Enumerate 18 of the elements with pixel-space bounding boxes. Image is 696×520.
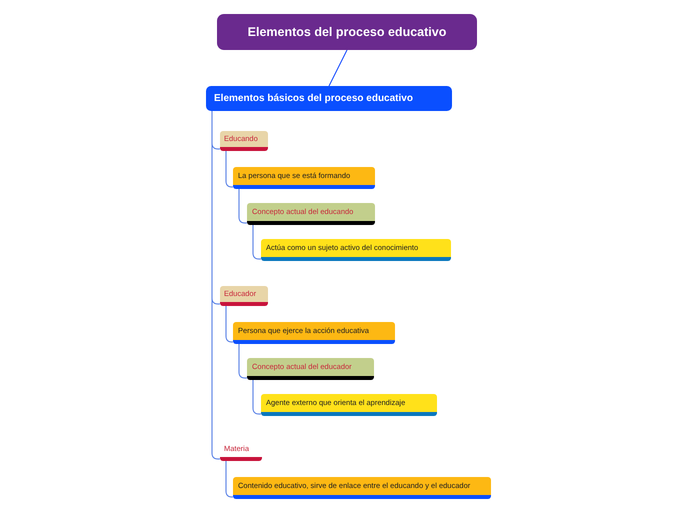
subtopic-box (220, 131, 268, 151)
subtopic-box (261, 239, 451, 261)
connector-line (226, 150, 234, 188)
topic-text: Elementos básicos del proceso educativo (214, 92, 414, 105)
subtopic-box (233, 322, 395, 344)
subtopic-box (247, 203, 375, 225)
subtopic-box (261, 394, 437, 416)
subtopic-box (220, 286, 268, 306)
connector-line (238, 344, 248, 378)
connector-line (238, 188, 248, 224)
subtopic-box (247, 358, 374, 380)
connector-line (226, 306, 234, 342)
topic-text: Elementos del proceso educativo (246, 24, 448, 40)
topic-box (217, 14, 477, 50)
connector-line (328, 50, 348, 86)
subtopic-box (233, 167, 375, 189)
subtopic-box (233, 477, 491, 499)
topic-box (206, 86, 452, 111)
